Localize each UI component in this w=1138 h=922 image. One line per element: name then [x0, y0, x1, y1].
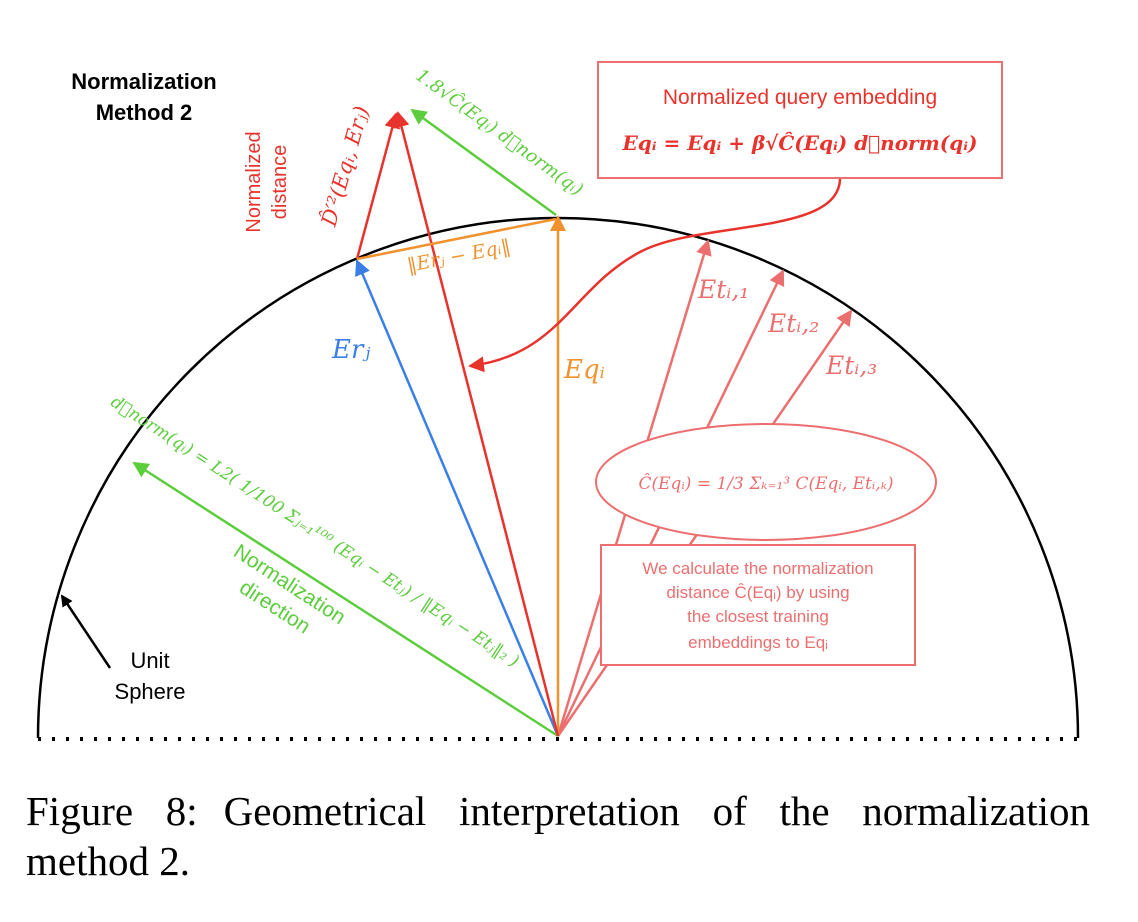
c-formula: Ĉ(Eqᵢ) = 1/3 Σₖ₌₁³ C(Eqᵢ, Etᵢ,ₖ) [638, 473, 893, 494]
normalized-query-box-formula: Eqᵢ = Eqᵢ + β√Ĉ(Eqᵢ) d⃗norm(qᵢ) [622, 130, 978, 155]
unit-sphere-label-line1: Unit [130, 648, 169, 673]
calc-box-line2: distance Ĉ(Eqᵢ) by using [666, 583, 849, 602]
unit-sphere-pointer-arrow [60, 594, 112, 669]
diagram-title-line1: Normalization [71, 69, 216, 94]
scaled-direction-label: 1.8√Ĉ(Eqᵢ) d⃗norm(qᵢ) [412, 63, 589, 200]
scaled-direction-arrow [410, 108, 557, 217]
calc-box [600, 544, 916, 666]
dnorm-formula: d⃗norm(qᵢ) = L2( 1/100 Σⱼ₌₁¹⁰⁰ (Eqᵢ − Et… [107, 392, 523, 672]
normalized-distance-label-line2: distance [269, 145, 291, 220]
normalized-query-box [597, 61, 1003, 179]
normalized-query-arrow [393, 111, 560, 737]
distance-segment [356, 217, 557, 261]
normalized-query-box-title: Normalized query embedding [663, 86, 937, 109]
geometric-diagram: Normalization Method 2 Ĉ(Eqᵢ) = 1/3 Σₖ₌₁… [36, 61, 1080, 741]
calc-box-line3: the closest training [687, 607, 829, 626]
et-1-label: Etᵢ,₁ [697, 275, 749, 304]
distance-norm-label: ‖Erⱼ − Eqᵢ‖ [405, 235, 512, 277]
calc-box-line1: We calculate the normalization [642, 559, 873, 578]
eq-i-label: Eqᵢ [563, 355, 605, 385]
et-3-label: Etᵢ,₃ [825, 351, 877, 380]
unit-sphere-label-line2: Sphere [115, 679, 186, 704]
normalized-distance-label-line1: Normalized [243, 131, 265, 232]
figure-caption-label: Figure 8: [26, 788, 198, 834]
figure-caption-text: Geometrical interpretation of the normal… [26, 788, 1091, 884]
d-prime-label: D̂′²(Eqᵢ, Erⱼ) [316, 103, 373, 229]
normalization-direction-arrow [132, 461, 559, 738]
c-formula-ellipse [595, 423, 937, 541]
diagram-title-line2: Method 2 [96, 100, 193, 125]
et-2-label: Etᵢ,₂ [767, 309, 819, 338]
query-box-pointer-arrow [468, 177, 842, 373]
figure-caption: Figure 8:Geometrical interpretation of t… [26, 786, 1090, 886]
normalized-distance-arrow [355, 112, 401, 260]
er-j-label: Erⱼ [331, 335, 370, 365]
calc-box-line4: embeddings to Eqᵢ [688, 633, 828, 652]
retrieved-embedding-arrow [355, 259, 560, 737]
